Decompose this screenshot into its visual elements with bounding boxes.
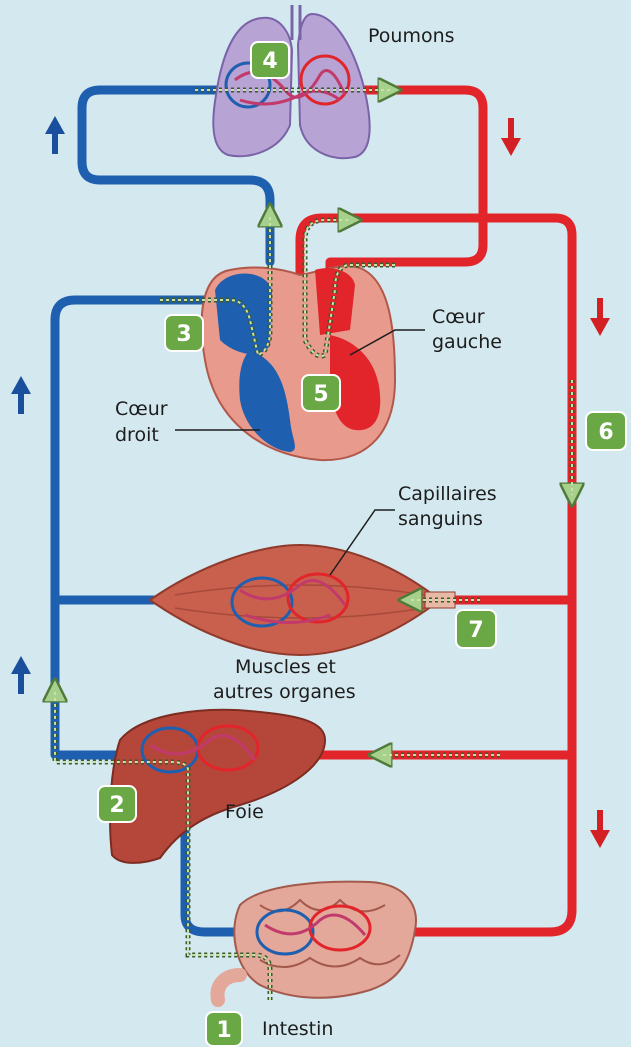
muscle (150, 545, 455, 655)
lungs (213, 5, 369, 158)
liver (110, 710, 325, 863)
vena-cava (55, 300, 230, 755)
marker-4: 4 (251, 42, 289, 78)
label-muscles-line2: autres organes (213, 681, 356, 703)
svg-text:5: 5 (313, 382, 328, 407)
down-arrow-icon (501, 118, 521, 156)
svg-text:2: 2 (109, 793, 124, 818)
marker-1: 1 (206, 1012, 242, 1046)
label-right-heart-line1: Cœur (115, 398, 168, 420)
label-lungs: Poumons (368, 25, 455, 47)
marker-6: 6 (586, 412, 626, 450)
svg-text:4: 4 (262, 49, 277, 74)
svg-text:7: 7 (468, 618, 483, 643)
up-arrow-icon (11, 656, 31, 694)
label-left-heart-line2: gauche (432, 331, 502, 353)
label-left-heart-line1: Cœur (432, 306, 485, 328)
label-capillaries-line1: Capillaires (398, 483, 497, 505)
liver-body (110, 710, 325, 863)
marker-7: 7 (456, 610, 496, 648)
intestine-body (234, 882, 416, 998)
muscle-body (150, 545, 440, 655)
label-liver: Foie (225, 801, 264, 823)
marker-5: 5 (302, 375, 340, 411)
svg-text:3: 3 (176, 322, 191, 347)
label-right-heart-line2: droit (115, 424, 159, 446)
svg-text:6: 6 (598, 420, 613, 445)
marker-2: 2 (98, 786, 136, 822)
intestine-tube (217, 975, 240, 1000)
marker-3: 3 (165, 315, 203, 351)
label-muscles-line1: Muscles et (235, 656, 336, 678)
label-capillaries-line2: sanguins (398, 508, 483, 530)
up-arrow-icon (11, 376, 31, 414)
right-lung (298, 14, 370, 158)
trachea (292, 5, 300, 40)
up-arrow-icon (45, 116, 65, 154)
right-atrium (215, 274, 272, 355)
label-intestine: Intestin (262, 1018, 333, 1040)
svg-text:1: 1 (216, 1018, 231, 1043)
down-arrow-icon (590, 298, 610, 336)
heart (202, 266, 395, 460)
down-arrow-icon (590, 810, 610, 848)
intestine (217, 882, 415, 1000)
